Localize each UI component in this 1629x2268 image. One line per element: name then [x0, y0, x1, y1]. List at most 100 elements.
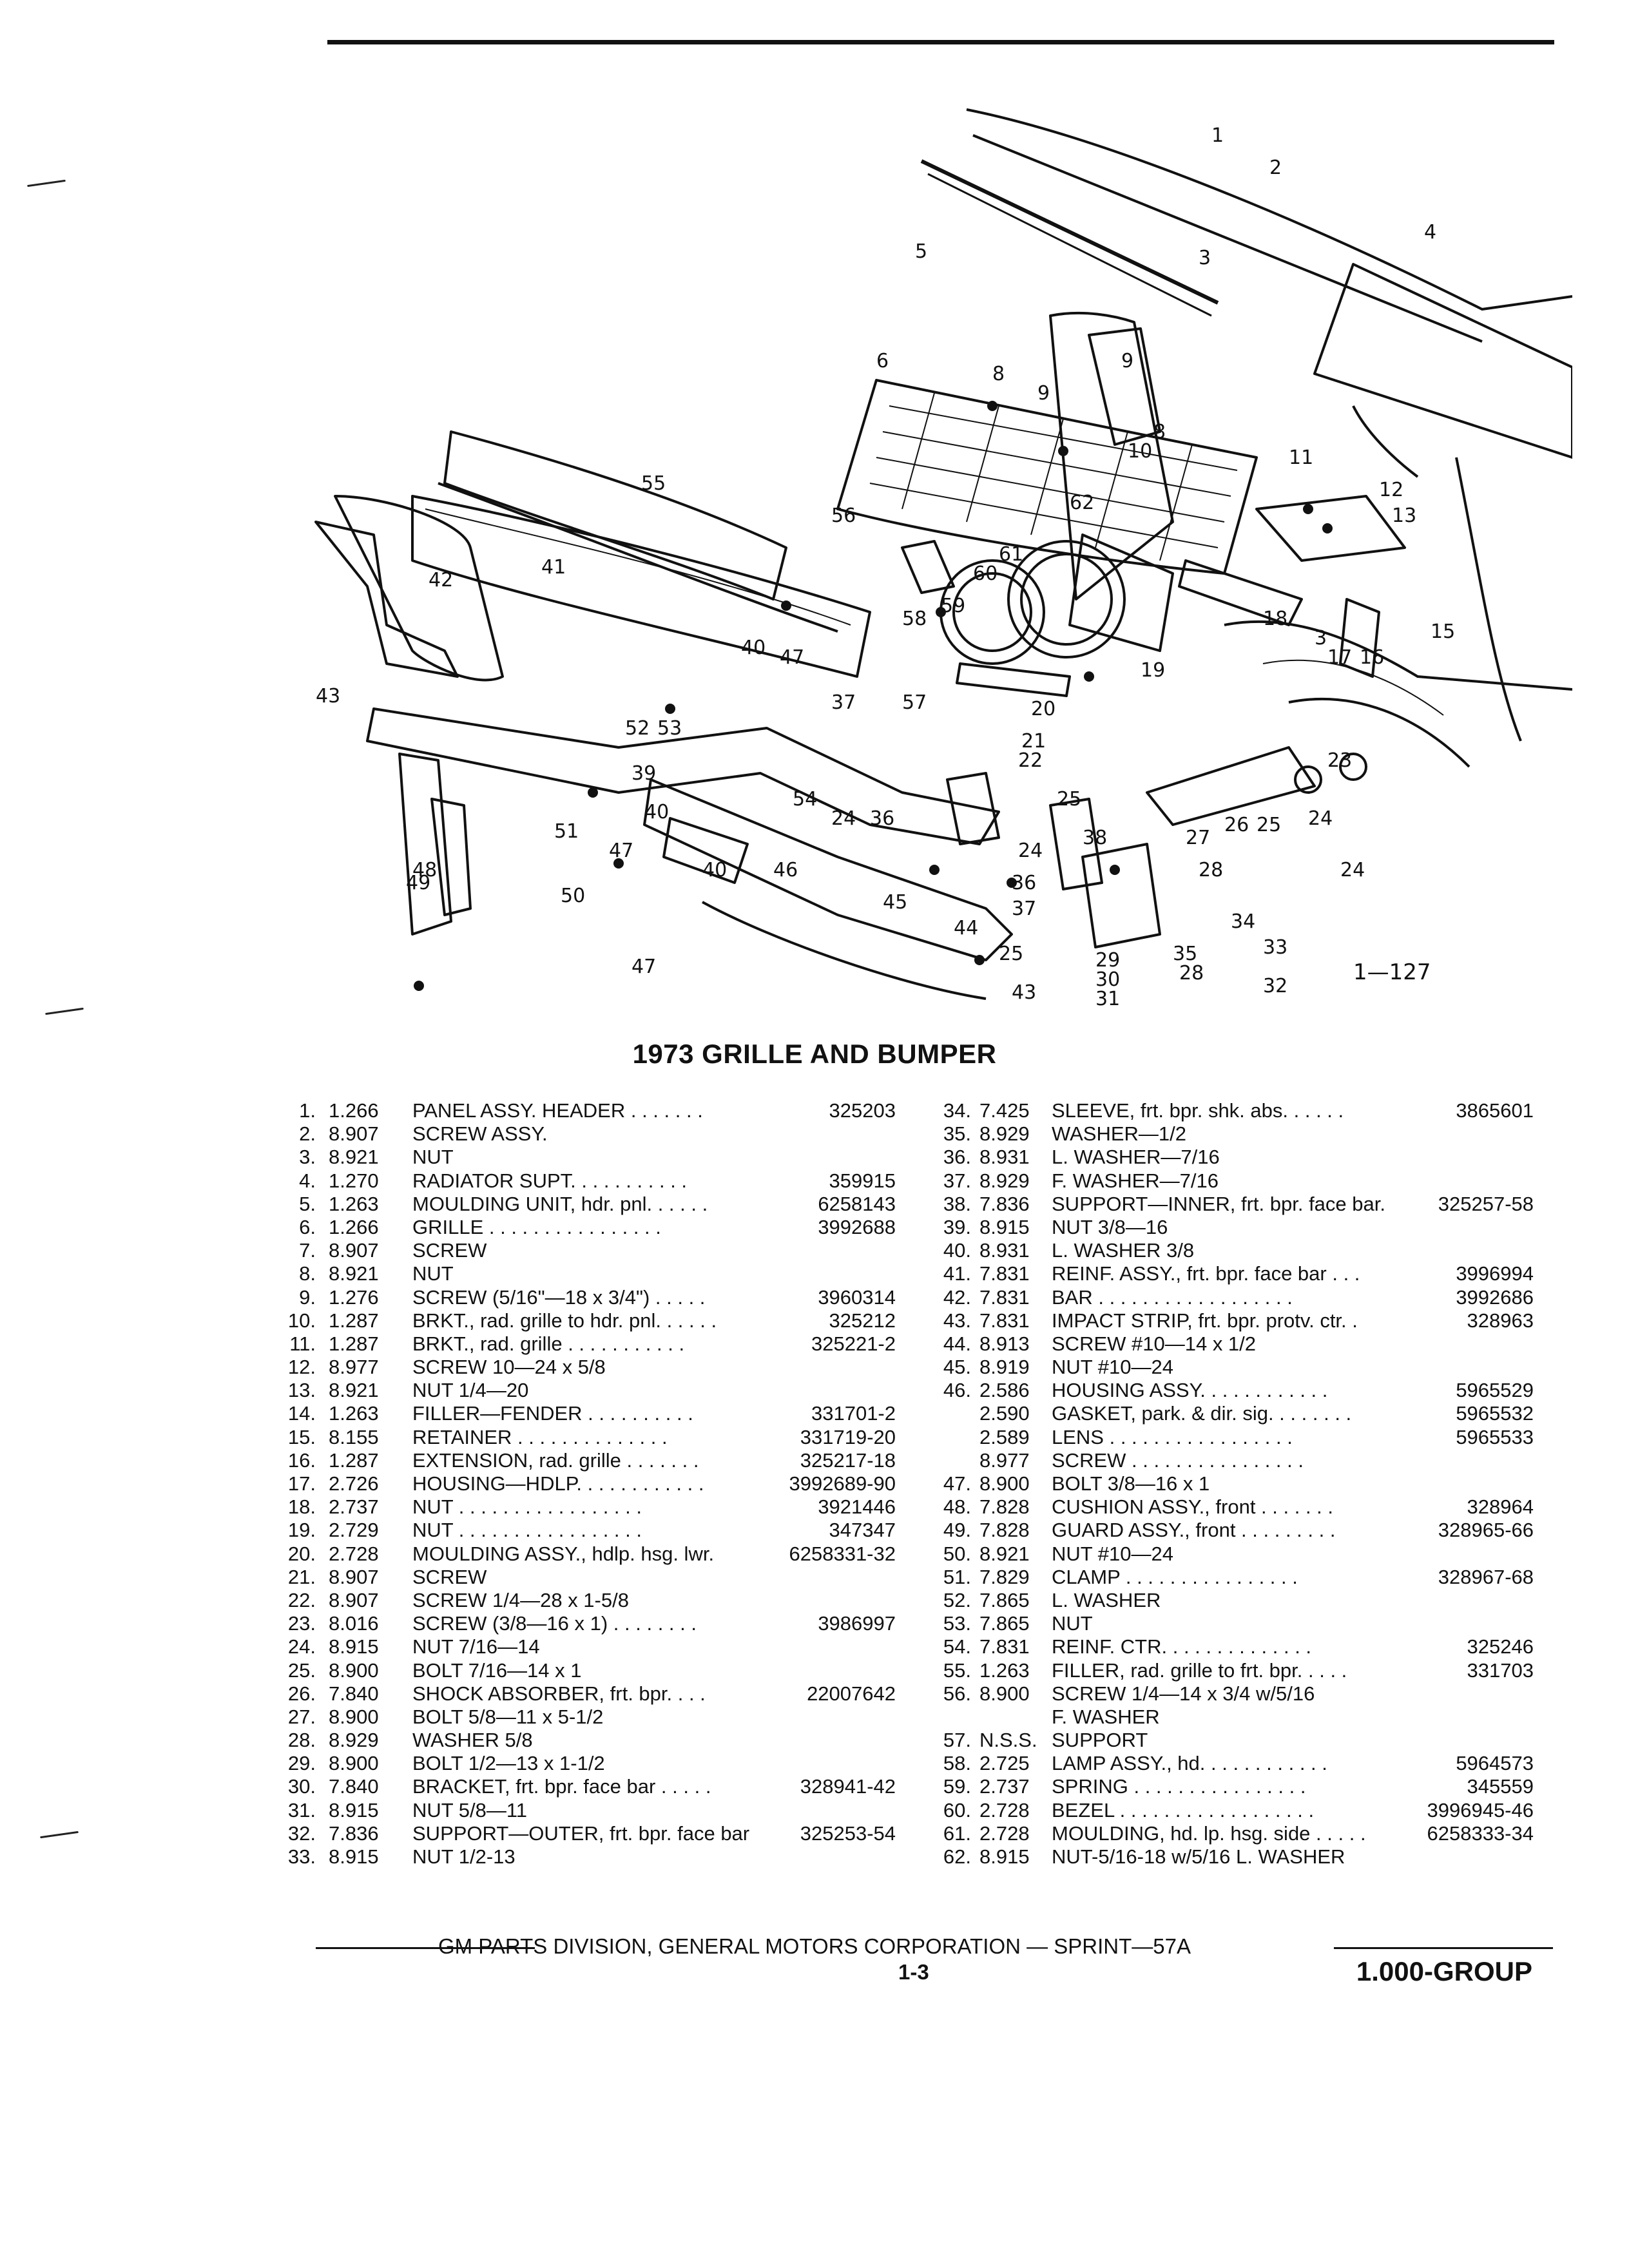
- part-description: NUT 3/8—16: [1052, 1215, 1168, 1238]
- svg-text:12: 12: [1379, 479, 1403, 501]
- svg-text:19: 19: [1141, 659, 1165, 682]
- svg-text:61: 61: [999, 543, 1023, 566]
- svg-text:17: 17: [1327, 646, 1352, 669]
- group-number: 7.425: [979, 1099, 1030, 1122]
- part-description: NUT 1/2-13: [412, 1845, 516, 1868]
- svg-text:3: 3: [1199, 247, 1211, 269]
- svg-text:52: 52: [625, 717, 650, 740]
- group-number: 8.900: [329, 1658, 379, 1682]
- part-number: 3.: [299, 1146, 316, 1169]
- part-number: 42.: [943, 1285, 971, 1309]
- catalog-number: 5964573: [1456, 1752, 1534, 1775]
- svg-text:59: 59: [941, 595, 965, 617]
- part-number: 39.: [943, 1215, 971, 1238]
- group-number: 2.728: [979, 1821, 1030, 1845]
- part-number: 1.: [299, 1099, 316, 1122]
- part-description: SCREW: [412, 1239, 487, 1262]
- svg-text:6: 6: [876, 350, 889, 372]
- group-number: 2.728: [979, 1798, 1030, 1821]
- part-number: 2.: [299, 1122, 316, 1146]
- group-number: N.S.S.: [979, 1729, 1037, 1752]
- svg-text:30: 30: [1095, 968, 1120, 991]
- part-number: 5.: [299, 1192, 316, 1215]
- svg-text:9: 9: [1121, 350, 1133, 372]
- svg-text:24: 24: [1308, 807, 1333, 830]
- part-description: SUPPORT—INNER, frt. bpr. face bar.: [1052, 1192, 1385, 1215]
- svg-text:41: 41: [541, 556, 566, 579]
- group-number: 8.900: [979, 1472, 1030, 1495]
- catalog-number: 5965529: [1456, 1379, 1534, 1402]
- part-description: L. WASHER 3/8: [1052, 1239, 1195, 1262]
- svg-text:36: 36: [1012, 872, 1036, 894]
- svg-text:31: 31: [1095, 988, 1120, 1010]
- catalog-number: 6258333-34: [1427, 1821, 1534, 1845]
- svg-text:24: 24: [831, 807, 856, 830]
- part-description: BRACKET, frt. bpr. face bar . . . . .: [412, 1775, 711, 1798]
- svg-text:13: 13: [1392, 505, 1416, 527]
- svg-text:24: 24: [1018, 840, 1043, 862]
- group-number: 1.270: [329, 1169, 379, 1192]
- part-description: NUT #10—24: [1052, 1356, 1173, 1379]
- part-number: 52.: [943, 1588, 971, 1611]
- part-description: NUT 5/8—11: [412, 1798, 528, 1821]
- group-number: 8.900: [329, 1752, 379, 1775]
- part-description: PANEL ASSY. HEADER . . . . . . .: [412, 1099, 703, 1122]
- group-number: 8.907: [329, 1588, 379, 1611]
- group-number: 2.737: [329, 1495, 379, 1519]
- svg-text:37: 37: [831, 691, 856, 714]
- part-number: 56.: [943, 1682, 971, 1705]
- part-description: L. WASHER: [1052, 1588, 1161, 1611]
- catalog-number: 3986997: [818, 1612, 896, 1635]
- svg-text:15: 15: [1431, 620, 1455, 643]
- part-number: 53.: [943, 1612, 971, 1635]
- group-number: 8.921: [329, 1146, 379, 1169]
- svg-text:55: 55: [641, 472, 666, 495]
- group-number: 1.266: [329, 1215, 379, 1238]
- part-number: 29.: [287, 1752, 316, 1775]
- group-number: 2.728: [329, 1542, 379, 1565]
- part-description: LAMP ASSY., hd. . . . . . . . . . . .: [1052, 1752, 1327, 1775]
- part-description: MOULDING ASSY., hdlp. hsg. lwr.: [412, 1542, 715, 1565]
- part-description: MOULDING UNIT, hdr. pnl. . . . . .: [412, 1192, 708, 1215]
- part-number: 12.: [287, 1356, 316, 1379]
- svg-text:32: 32: [1263, 975, 1287, 997]
- part-description: NUT: [1052, 1612, 1093, 1635]
- part-description: BOLT 5/8—11 x 5-1/2: [412, 1705, 604, 1728]
- part-description: WASHER—1/2: [1052, 1122, 1187, 1146]
- part-description: SCREW: [412, 1565, 487, 1588]
- part-number: 9.: [299, 1285, 316, 1309]
- part-number: 51.: [943, 1565, 971, 1588]
- svg-text:24: 24: [1340, 859, 1365, 881]
- svg-text:33: 33: [1263, 936, 1287, 959]
- svg-text:45: 45: [883, 891, 907, 914]
- group-number: 8.929: [329, 1729, 379, 1752]
- part-number: 45.: [943, 1356, 971, 1379]
- part-description: NUT 7/16—14: [412, 1635, 540, 1658]
- part-description: RADIATOR SUPT. . . . . . . . . . .: [412, 1169, 688, 1192]
- group-number: 1.276: [329, 1285, 379, 1309]
- catalog-number: 3996994: [1456, 1262, 1534, 1285]
- part-description: SHOCK ABSORBER, frt. bpr. . . .: [412, 1682, 706, 1705]
- svg-text:8: 8: [1153, 421, 1166, 443]
- part-description: BOLT 3/8—16 x 1: [1052, 1472, 1210, 1495]
- svg-text:36: 36: [870, 807, 894, 830]
- group-number: 2.725: [979, 1752, 1030, 1775]
- part-number: 38.: [943, 1192, 971, 1215]
- group-number: 8.921: [979, 1542, 1030, 1565]
- part-number: 6.: [299, 1215, 316, 1238]
